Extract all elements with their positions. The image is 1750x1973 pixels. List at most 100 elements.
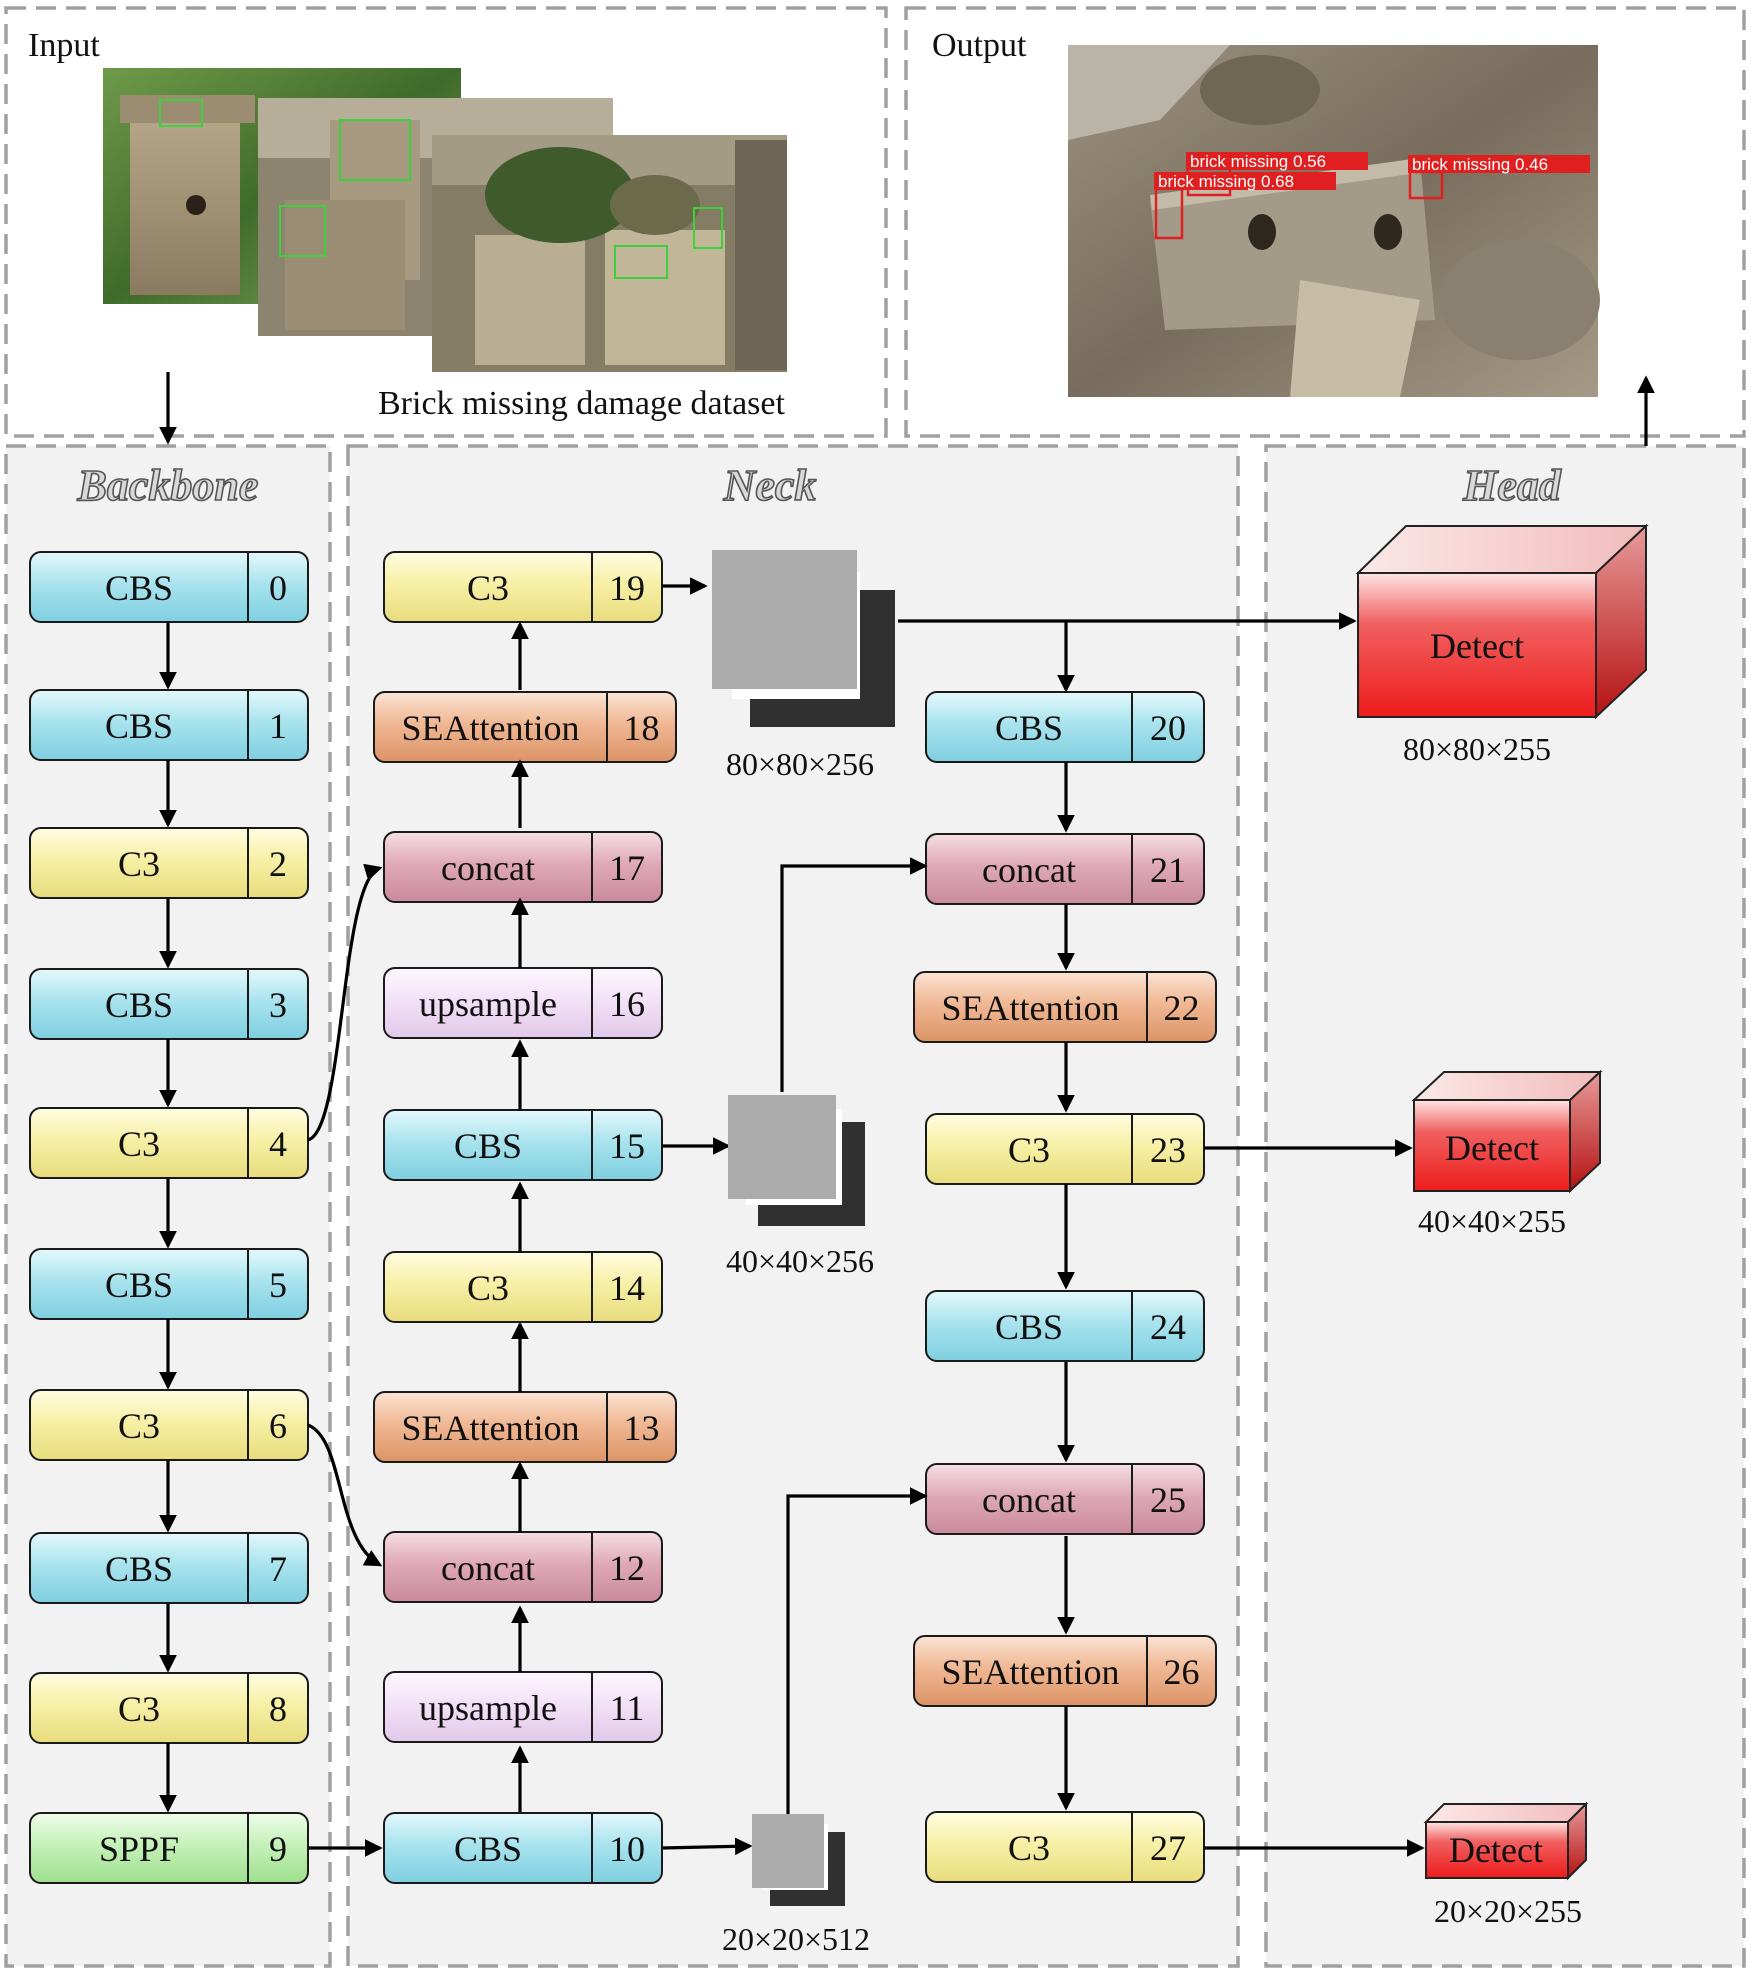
- feature-map-40: 40×40×256: [726, 1095, 874, 1279]
- detection-box-2: brick missing 0.68: [1154, 172, 1336, 240]
- module-index: 1: [269, 706, 287, 746]
- module-label: CBS: [105, 568, 173, 608]
- module-label: CBS: [105, 706, 173, 746]
- arrow-f40-21: [780, 857, 928, 1092]
- module-label: SEAttention: [942, 1652, 1120, 1692]
- dataset-caption: Brick missing damage dataset: [378, 385, 786, 422]
- module-label: concat: [441, 848, 535, 888]
- detection-box-3: brick missing 0.46: [1408, 155, 1590, 200]
- output-image: [1068, 45, 1600, 397]
- module-label: C3: [1008, 1828, 1050, 1868]
- module-c3-8: C3 8: [29, 1672, 309, 1744]
- module-index: 20: [1150, 708, 1186, 748]
- module-index: 6: [269, 1406, 287, 1446]
- module-c3-2: C3 2: [29, 827, 309, 899]
- module-label: C3: [467, 568, 509, 608]
- arrow-4-17: [307, 863, 383, 1142]
- module-index: 25: [1150, 1480, 1186, 1520]
- detect-head-20: Detect 20×20×255: [1423, 1801, 1589, 1929]
- module-index: 18: [624, 708, 660, 748]
- arrow-f20-25: [786, 1487, 928, 1814]
- module-cbs-5: CBS 5: [29, 1248, 309, 1320]
- module-label: CBS: [105, 985, 173, 1025]
- module-upsample-11: upsample 11: [383, 1671, 663, 1743]
- module-index: 11: [610, 1688, 645, 1728]
- module-seattention-18: SEAttention 18: [373, 691, 677, 763]
- module-label: CBS: [105, 1265, 173, 1305]
- module-label: C3: [467, 1268, 509, 1308]
- module-label: SPPF: [99, 1829, 179, 1869]
- module-index: 24: [1150, 1307, 1186, 1347]
- detection-label: brick missing 0.68: [1158, 172, 1294, 191]
- module-sppf-9: SPPF 9: [29, 1812, 309, 1884]
- detection-box-1: brick missing 0.56: [1186, 152, 1368, 197]
- module-index: 9: [269, 1829, 287, 1869]
- arrow-6-12: [307, 1423, 383, 1567]
- module-index: 8: [269, 1689, 287, 1729]
- module-label: CBS: [454, 1829, 522, 1869]
- backbone-title: Backbone: [77, 461, 259, 510]
- module-index: 3: [269, 985, 287, 1025]
- module-label: CBS: [454, 1126, 522, 1166]
- output-title: Output: [932, 27, 1027, 64]
- feature-map-80-dims: 80×80×256: [726, 746, 874, 782]
- module-c3-19: C3 19: [383, 551, 663, 623]
- module-box: [925, 1290, 1205, 1362]
- feature-map-80: 80×80×256: [712, 550, 895, 782]
- head-title: Head: [1462, 461, 1562, 510]
- module-index: 16: [609, 984, 645, 1024]
- module-index: 2: [269, 844, 287, 884]
- module-label: C3: [1008, 1130, 1050, 1170]
- module-index: 21: [1150, 850, 1186, 890]
- module-label: upsample: [419, 1688, 557, 1728]
- arrow-10-f20: [661, 1837, 753, 1856]
- detect-head-80-dims: 80×80×255: [1403, 731, 1551, 767]
- detect-label: Detect: [1430, 626, 1524, 666]
- detect-head-40-dims: 40×40×255: [1418, 1203, 1566, 1239]
- input-title: Input: [28, 27, 100, 64]
- module-seattention-26: SEAttention 26: [913, 1635, 1217, 1707]
- module-label: concat: [441, 1548, 535, 1588]
- module-index: 5: [269, 1265, 287, 1305]
- detection-label: brick missing 0.46: [1412, 155, 1548, 174]
- detect-head-80: Detect 80×80×255: [1355, 523, 1649, 767]
- detection-label: brick missing 0.56: [1190, 152, 1326, 171]
- module-upsample-16: upsample 16: [383, 967, 663, 1039]
- module-box: [29, 1672, 309, 1744]
- module-concat-17: concat 17: [383, 831, 663, 903]
- module-label: C3: [118, 1689, 160, 1729]
- module-box: [29, 827, 309, 899]
- module-c3-27: C3 27: [925, 1811, 1205, 1883]
- module-label: C3: [118, 1406, 160, 1446]
- module-index: 0: [269, 568, 287, 608]
- module-label: SEAttention: [402, 708, 580, 748]
- module-index: 26: [1164, 1652, 1200, 1692]
- module-cbs-24: CBS 24: [925, 1290, 1205, 1362]
- module-label: SEAttention: [942, 988, 1120, 1028]
- module-label: CBS: [105, 1549, 173, 1589]
- module-index: 17: [609, 848, 645, 888]
- module-box: [29, 1107, 309, 1179]
- module-label: upsample: [419, 984, 557, 1024]
- module-index: 27: [1150, 1828, 1186, 1868]
- module-cbs-3: CBS 3: [29, 968, 309, 1040]
- module-label: CBS: [995, 1307, 1063, 1347]
- connections: [159, 372, 1655, 1857]
- module-cbs-1: CBS 1: [29, 689, 309, 761]
- detect-label: Detect: [1445, 1128, 1539, 1168]
- module-label: C3: [118, 844, 160, 884]
- module-index: 19: [609, 568, 645, 608]
- module-box: [29, 1389, 309, 1461]
